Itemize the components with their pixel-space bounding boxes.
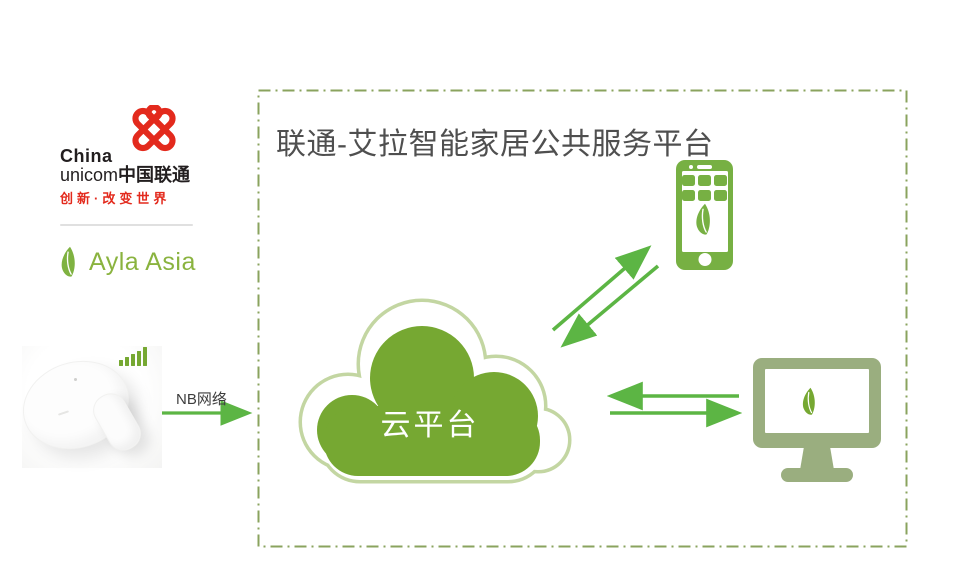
phone-screen — [681, 171, 728, 252]
phone-home-button — [698, 253, 711, 266]
signal-bars-icon — [119, 347, 147, 366]
unicom-brand-cjk: 中国联通 — [118, 165, 191, 185]
leaf-icon — [800, 387, 821, 416]
desktop-monitor-icon — [753, 358, 881, 482]
sensor-led — [74, 378, 77, 381]
dashed-boundary-box — [257, 89, 908, 548]
china-unicom-logo: China unicom中国联通 创新·改变世界 — [60, 147, 190, 205]
cloud-platform-label: 云平台 — [380, 409, 480, 442]
ayla-brand-label: Ayla Asia — [89, 247, 196, 276]
monitor-stand-base — [781, 468, 853, 482]
phone-camera-dot — [689, 165, 693, 169]
unicom-slogan: 创新·改变世界 — [60, 191, 171, 206]
phone-speaker-bar — [697, 165, 712, 169]
door-sensor-photo — [11, 346, 162, 468]
app-grid — [682, 175, 727, 201]
leaf-icon — [58, 246, 82, 278]
cloud-icon — [298, 298, 572, 484]
unicom-brand-latin: unicom — [60, 165, 119, 185]
nb-network-label: NB网络 — [176, 391, 227, 408]
monitor-stand-neck — [800, 446, 834, 470]
diagram-title: 联通-艾拉智能家居公共服务平台 — [276, 128, 714, 161]
unicom-brand-line1: China — [60, 146, 113, 166]
unicom-brand-line2: unicom中国联通 — [60, 166, 190, 184]
phone-to-cloud-arrow — [560, 264, 660, 348]
china-unicom-knot-icon — [120, 105, 188, 154]
divider-line — [60, 224, 193, 226]
monitor-screen — [765, 369, 869, 433]
leaf-icon — [693, 203, 717, 236]
ayla-asia-logo: Ayla Asia — [58, 246, 196, 278]
smartphone-icon — [676, 160, 733, 270]
